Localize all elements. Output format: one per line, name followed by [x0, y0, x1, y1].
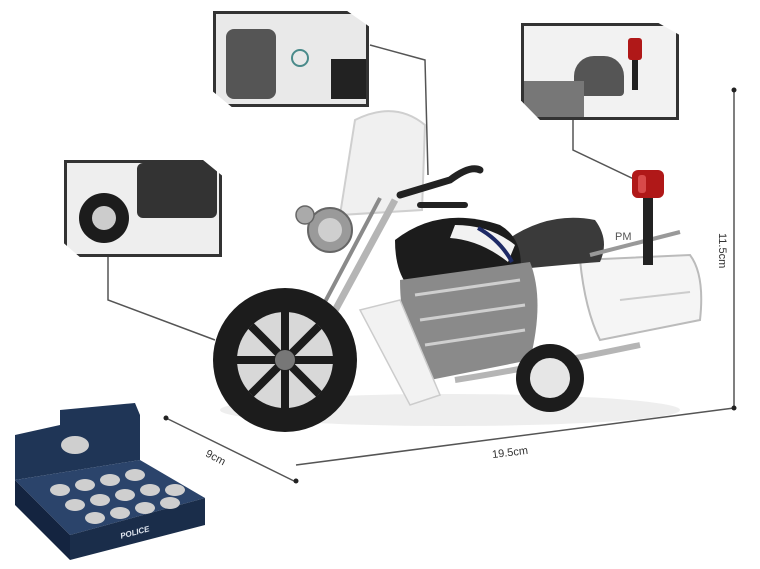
callout-beacon-detail: [521, 23, 679, 120]
windshield: [338, 110, 427, 217]
seat: [500, 217, 604, 270]
side-text: PM: [615, 231, 632, 243]
leader-line-right: [572, 118, 641, 183]
height-label: 11.5cm: [716, 233, 728, 269]
callout-front-wheel-detail: [64, 160, 222, 257]
police-motorcycle-illustration: PM: [213, 110, 703, 432]
red-beacon-light: [632, 170, 664, 198]
length-dimension-line: [295, 407, 735, 466]
display-box-illustration: [15, 403, 205, 560]
sound-indicator-icon: [291, 49, 309, 67]
beacon-pole: [643, 195, 653, 265]
blue-stripe: [477, 226, 514, 263]
width-dimension-line: [165, 417, 297, 483]
callout-windshield-detail: [213, 11, 369, 107]
callout-beacon-image: [628, 38, 642, 60]
callout-image-front: [226, 29, 276, 99]
leader-line-top: [369, 44, 429, 176]
leader-line-left: [107, 255, 216, 341]
handlebar: [396, 165, 484, 199]
